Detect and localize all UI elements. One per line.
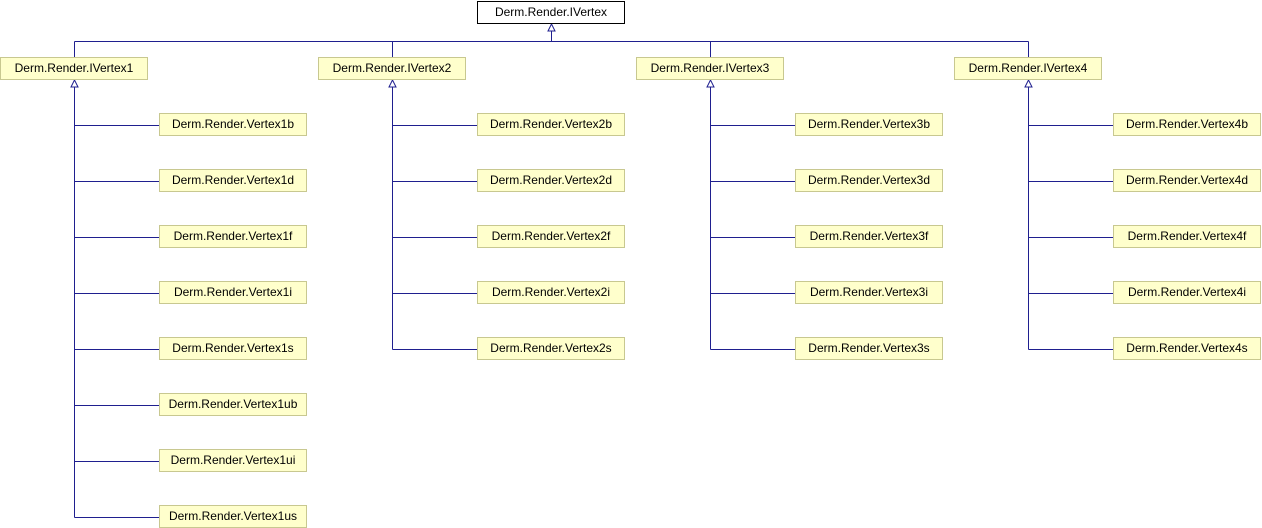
class-node[interactable]: Derm.Render.Vertex4f <box>1113 225 1261 248</box>
interface-node-3[interactable]: Derm.Render.IVertex3 <box>636 57 784 80</box>
class-node[interactable]: Derm.Render.Vertex3s <box>795 337 943 360</box>
class-node[interactable]: Derm.Render.Vertex2s <box>477 337 625 360</box>
class-node[interactable]: Derm.Render.Vertex4b <box>1113 113 1261 136</box>
class-node[interactable]: Derm.Render.Vertex1i <box>159 281 307 304</box>
class-node[interactable]: Derm.Render.Vertex3f <box>795 225 943 248</box>
class-node[interactable]: Derm.Render.Vertex1f <box>159 225 307 248</box>
interface-node-2[interactable]: Derm.Render.IVertex2 <box>318 57 466 80</box>
class-node[interactable]: Derm.Render.Vertex2i <box>477 281 625 304</box>
root-arrow <box>547 22 556 32</box>
class-node[interactable]: Derm.Render.Vertex3i <box>795 281 943 304</box>
class-node[interactable]: Derm.Render.Vertex4i <box>1113 281 1261 304</box>
class-node[interactable]: Derm.Render.Vertex1ui <box>159 449 307 472</box>
class-node[interactable]: Derm.Render.Vertex1us <box>159 505 307 528</box>
class-node[interactable]: Derm.Render.Vertex3b <box>795 113 943 136</box>
interface-node-1[interactable]: Derm.Render.IVertex1 <box>0 57 148 80</box>
interface-arrow-3 <box>706 78 715 88</box>
root-class-node[interactable]: Derm.Render.IVertex <box>477 1 625 24</box>
class-node[interactable]: Derm.Render.Vertex1ub <box>159 393 307 416</box>
class-node[interactable]: Derm.Render.Vertex1b <box>159 113 307 136</box>
class-node[interactable]: Derm.Render.Vertex4d <box>1113 169 1261 192</box>
interface-arrow-1 <box>70 78 79 88</box>
interface-arrow-2 <box>388 78 397 88</box>
class-node[interactable]: Derm.Render.Vertex1s <box>159 337 307 360</box>
class-node[interactable]: Derm.Render.Vertex2b <box>477 113 625 136</box>
class-node[interactable]: Derm.Render.Vertex2f <box>477 225 625 248</box>
interface-arrow-4 <box>1024 78 1033 88</box>
class-node[interactable]: Derm.Render.Vertex3d <box>795 169 943 192</box>
interface-node-4[interactable]: Derm.Render.IVertex4 <box>954 57 1102 80</box>
class-node[interactable]: Derm.Render.Vertex2d <box>477 169 625 192</box>
class-node[interactable]: Derm.Render.Vertex4s <box>1113 337 1261 360</box>
class-node[interactable]: Derm.Render.Vertex1d <box>159 169 307 192</box>
